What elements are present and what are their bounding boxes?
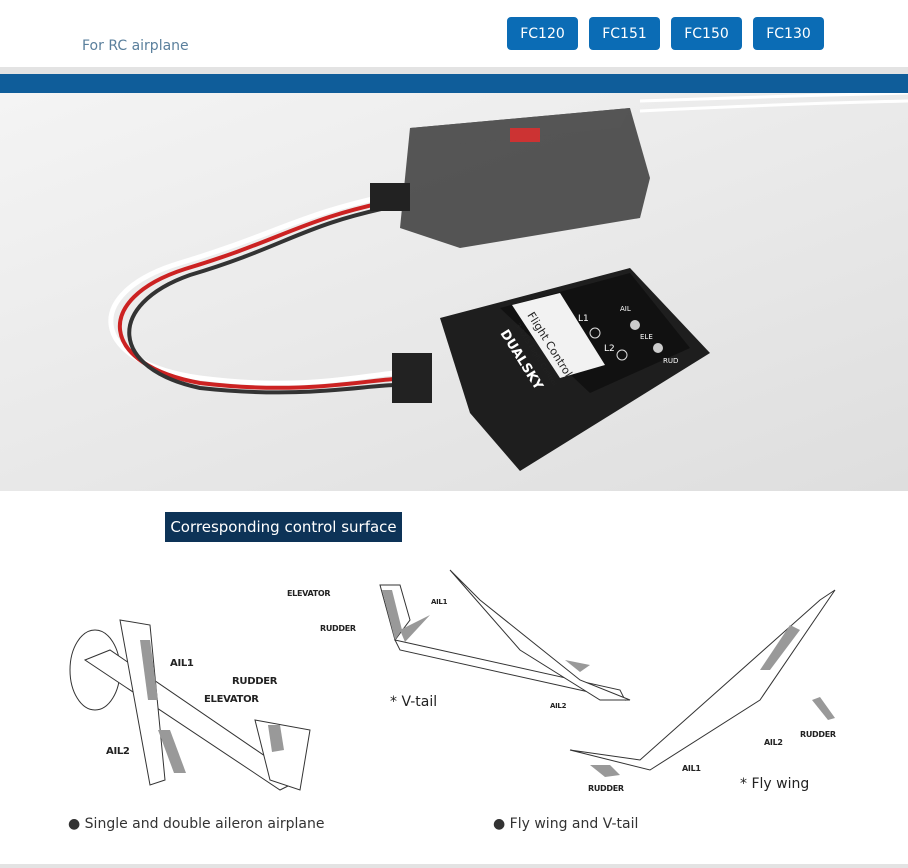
label-ail2: AIL2 bbox=[106, 746, 130, 757]
model-button-fc151[interactable]: FC151 bbox=[589, 17, 660, 50]
label-rudder: RUDDER bbox=[232, 676, 278, 687]
caption-right: ● Fly wing and V-tail bbox=[493, 816, 639, 832]
label-flywing-rudder-left: RUDDER bbox=[588, 784, 624, 793]
label-ail1: AIL1 bbox=[170, 658, 194, 669]
device-label-rud: RUD bbox=[663, 357, 678, 365]
label-flywing-rudder-right: RUDDER bbox=[800, 730, 836, 739]
label-vtail-ail1: AIL1 bbox=[431, 598, 448, 606]
receiver bbox=[400, 108, 650, 248]
label-elevator: ELEVATOR bbox=[204, 694, 259, 705]
blue-band bbox=[0, 74, 908, 93]
caption-right-text: Fly wing and V-tail bbox=[509, 816, 639, 832]
caption-left: ● Single and double aileron airplane bbox=[68, 816, 325, 832]
device-label-ele: ELE bbox=[640, 333, 653, 341]
model-button-fc120[interactable]: FC120 bbox=[507, 17, 578, 50]
device-label-l2: L2 bbox=[604, 344, 615, 354]
flywing-note: * Fly wing bbox=[740, 776, 810, 792]
product-photo: Flight Control 3-AXIS Flight Control DUA… bbox=[0, 91, 908, 491]
header: For RC airplane FC120 FC151 FC150 FC130 bbox=[0, 0, 908, 67]
airplane-illustrations bbox=[69, 569, 836, 791]
bottom-divider bbox=[0, 864, 908, 868]
label-flywing-ail2: AIL2 bbox=[764, 738, 783, 747]
caption-left-text: Single and double aileron airplane bbox=[84, 816, 325, 832]
control-surface-diagram: AIL1 RUDDER ELEVATOR AIL2 ELEVATOR RUDDE… bbox=[0, 560, 908, 810]
section-title: Corresponding control surface bbox=[165, 512, 402, 542]
device-label-l1: L1 bbox=[578, 314, 589, 324]
device-label-ail: AIL bbox=[620, 305, 631, 313]
divider bbox=[0, 67, 908, 74]
label-vtail-rudder: RUDDER bbox=[320, 624, 356, 633]
model-button-fc150[interactable]: FC150 bbox=[671, 17, 742, 50]
model-button-fc130[interactable]: FC130 bbox=[753, 17, 824, 50]
flight-controller: Flight Control 3-AXIS Flight Control DUA… bbox=[440, 268, 710, 471]
label-flywing-ail1: AIL1 bbox=[682, 764, 701, 773]
label-vtail-ail2: AIL2 bbox=[550, 702, 567, 710]
vtail-note: * V-tail bbox=[390, 694, 438, 710]
label-vtail-elevator: ELEVATOR bbox=[287, 589, 331, 598]
subtitle: For RC airplane bbox=[82, 38, 189, 54]
model-tabs: FC120 FC151 FC150 FC130 bbox=[507, 17, 824, 50]
